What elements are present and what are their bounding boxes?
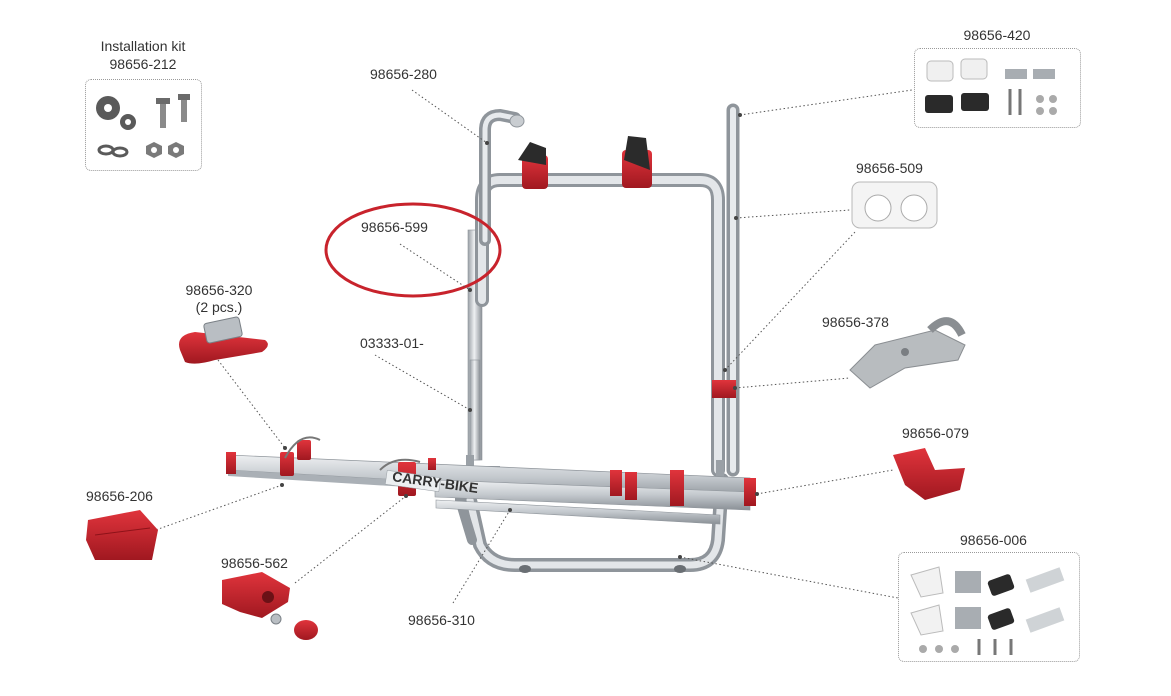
- label-98656-320: 98656-320: [185, 282, 253, 298]
- parts-box-98656-006: [898, 552, 1080, 662]
- installation-kit-box: [85, 79, 202, 171]
- screw-icon: [156, 94, 190, 128]
- white-clamp-part: [851, 181, 938, 229]
- highlight-circle: [324, 202, 502, 298]
- leader-lines: [149, 89, 913, 604]
- label-98656-562: 98656-562: [221, 555, 288, 571]
- red-bracket-part: [893, 448, 965, 500]
- label-98656-599: 98656-599: [361, 219, 428, 235]
- label-98656-310: 98656-310: [408, 612, 475, 628]
- label-98656-206: 98656-206: [86, 488, 153, 504]
- label-98656-006: 98656-006: [960, 532, 1027, 548]
- frame-clamps: [518, 136, 736, 398]
- label-98656-079: 98656-079: [902, 425, 969, 441]
- label-98656-509: 98656-509: [856, 160, 923, 176]
- label-03333-01: 03333-01-: [360, 335, 424, 351]
- leader-dots: [280, 113, 759, 559]
- rear-light-part: [86, 510, 158, 560]
- kit-contents: [96, 94, 190, 158]
- kit-code-label: 98656-212: [109, 56, 177, 72]
- rails: CARRY-BIKE: [226, 436, 756, 525]
- hardware-set-420: [925, 58, 1057, 115]
- label-98656-320-qty: (2 pcs.): [195, 299, 243, 315]
- label-98656-420: 98656-420: [963, 27, 1031, 43]
- connector-part: [222, 572, 318, 640]
- gear-icon: [96, 96, 136, 130]
- nut-icon: [146, 142, 184, 158]
- chain-icon: [97, 144, 129, 158]
- kit-title-label: Installation kit: [100, 38, 186, 54]
- label-98656-378: 98656-378: [822, 314, 889, 330]
- parts-box-98656-420: [914, 48, 1081, 128]
- hardware-set-006: [910, 566, 1065, 655]
- grey-holder-part: [849, 317, 966, 389]
- strap-part: [179, 316, 268, 364]
- label-98656-280: 98656-280: [370, 66, 437, 82]
